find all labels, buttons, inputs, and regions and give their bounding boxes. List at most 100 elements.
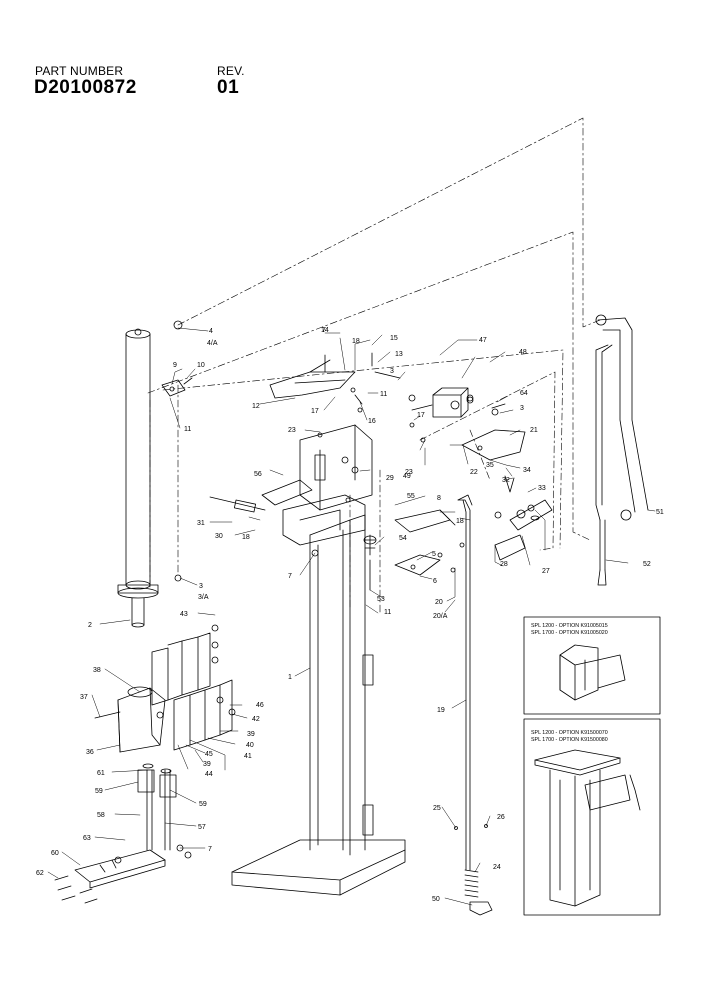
callout-3-a: 3/A (198, 594, 209, 601)
callout-1: 1 (288, 674, 292, 681)
callout-28: 28 (500, 561, 508, 568)
callout-2: 2 (88, 622, 92, 629)
spring-part-24 (465, 870, 492, 915)
callout-18: 18 (456, 518, 464, 525)
callout-7: 7 (288, 573, 292, 580)
callout-45: 45 (205, 751, 213, 758)
callout-53: 53 (377, 596, 385, 603)
callout-7: 7 (322, 327, 326, 334)
callout-11: 11 (184, 426, 191, 433)
callout-5: 5 (432, 551, 436, 558)
callout-7: 7 (208, 846, 212, 853)
callout-50: 50 (432, 896, 440, 903)
callout-36: 36 (86, 749, 94, 756)
base-plate-part-60 (75, 850, 165, 888)
callout-59: 59 (199, 801, 207, 808)
callout-58: 58 (97, 812, 105, 819)
callout-8: 8 (437, 495, 441, 502)
callout-57: 57 (198, 824, 206, 831)
callout-19: 19 (437, 707, 445, 714)
callout-9: 9 (173, 362, 177, 369)
valve-part-47 (412, 388, 505, 417)
callout-25: 25 (433, 805, 441, 812)
assembly-dashed-lines (148, 118, 600, 615)
callout-3: 3 (520, 405, 524, 412)
rod-part-19 (458, 495, 472, 870)
option-box-1-frame (524, 617, 660, 714)
callout-54: 54 (399, 535, 407, 542)
option-box-1-line-1: SPL 1200 - OPTION K91005015 (531, 623, 608, 629)
callout-3: 3 (199, 583, 203, 590)
option-box-2-frame (524, 719, 660, 915)
callout-51: 51 (656, 509, 664, 516)
callout-18: 18 (242, 534, 250, 541)
callout-49: 49 (403, 473, 411, 480)
lever-part-27 (495, 500, 552, 560)
plate-part-21 (462, 430, 525, 460)
rev-value: 01 (217, 77, 240, 98)
callout-12: 12 (252, 403, 260, 410)
callout-44: 44 (205, 771, 213, 778)
leader-lines (48, 328, 655, 905)
callout-47: 47 (479, 337, 487, 344)
callout-30: 30 (215, 533, 223, 540)
callout-55: 55 (407, 493, 415, 500)
callout-40: 40 (246, 742, 254, 749)
callout-3: 3 (390, 368, 394, 375)
chain-part-53 (364, 535, 376, 590)
callout-63: 63 (83, 835, 91, 842)
option-box-2-line-2: SPL 1700 - OPTION K91500080 (531, 737, 608, 743)
small-hardware (174, 321, 534, 830)
head-housing (262, 425, 372, 545)
callout-52: 52 (643, 561, 651, 568)
callout-17: 17 (417, 412, 425, 419)
hose-part-51 (596, 315, 648, 585)
callout-11: 11 (384, 609, 391, 616)
mount-plates (152, 633, 232, 750)
callout-6: 6 (433, 578, 437, 585)
callout-31: 31 (197, 520, 205, 527)
part-number-label: PART NUMBER (35, 64, 124, 78)
callout-4-a: 4/A (207, 340, 218, 347)
callout-4: 4 (209, 328, 213, 335)
bolts-lower-left (55, 625, 235, 903)
pin-part-31 (210, 497, 265, 512)
callout-39: 39 (203, 761, 211, 768)
callout-42: 42 (252, 716, 260, 723)
callout-23: 23 (288, 427, 296, 434)
callout-59: 59 (95, 788, 103, 795)
callout-18: 18 (352, 338, 360, 345)
option-box-1-line-2: SPL 1700 - OPTION K91005020 (531, 630, 608, 636)
callout-17: 17 (311, 408, 319, 415)
callout-38: 38 (93, 667, 101, 674)
main-column-part-1 (232, 515, 405, 895)
callout-21: 21 (530, 427, 538, 434)
callout-35: 35 (486, 462, 494, 469)
callout-22: 22 (470, 469, 478, 476)
callout-23: 23 (405, 469, 413, 476)
callout-10: 10 (197, 362, 205, 369)
callout-20: 20 (435, 599, 443, 606)
callout-20-a: 20/A (433, 613, 448, 620)
callout-32: 32 (502, 477, 510, 484)
callout-62: 62 (36, 870, 44, 877)
bracket-part-5 (395, 555, 440, 575)
jaw-part-36 (95, 687, 165, 752)
callout-11: 11 (380, 391, 387, 398)
callout-29: 29 (386, 475, 394, 482)
callout-27: 27 (542, 568, 550, 575)
callout-64: 64 (520, 390, 528, 397)
callout-61: 61 (97, 770, 105, 777)
callout-26: 26 (497, 814, 505, 821)
column-cylinder-part-2 (118, 329, 158, 627)
callout-39: 39 (247, 731, 255, 738)
bracket-part-9 (162, 378, 192, 396)
callout-60: 60 (51, 850, 59, 857)
callout-41: 41 (244, 753, 252, 760)
callout-13: 13 (395, 351, 403, 358)
handle-part-12 (270, 360, 400, 398)
part-number-value: D20100872 (34, 77, 137, 98)
callout-48: 48 (519, 349, 527, 356)
